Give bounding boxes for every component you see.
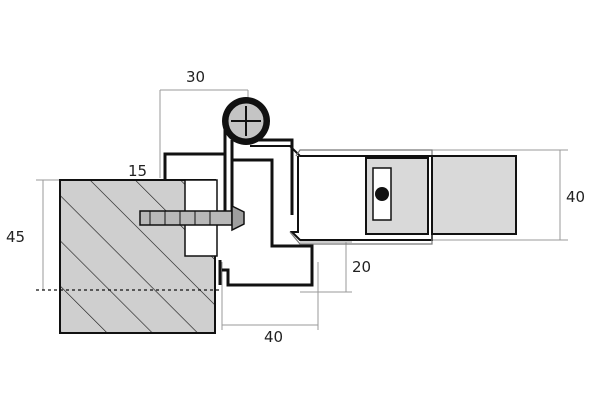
dim-depth-small: 20	[352, 258, 371, 276]
door-leaf-profile	[250, 145, 517, 245]
dim-height-left: 45	[6, 228, 25, 246]
dim-offset-left: 15	[128, 162, 147, 180]
outer-block	[431, 155, 517, 235]
dot-icon	[375, 187, 389, 201]
circle-cross-icon	[222, 97, 270, 145]
dim-bottom-width: 40	[264, 328, 283, 346]
dimension-lines	[36, 89, 568, 330]
screw-icon	[139, 204, 245, 232]
dim-top-width: 30	[186, 68, 205, 86]
dim-height-right: 40	[566, 188, 585, 206]
